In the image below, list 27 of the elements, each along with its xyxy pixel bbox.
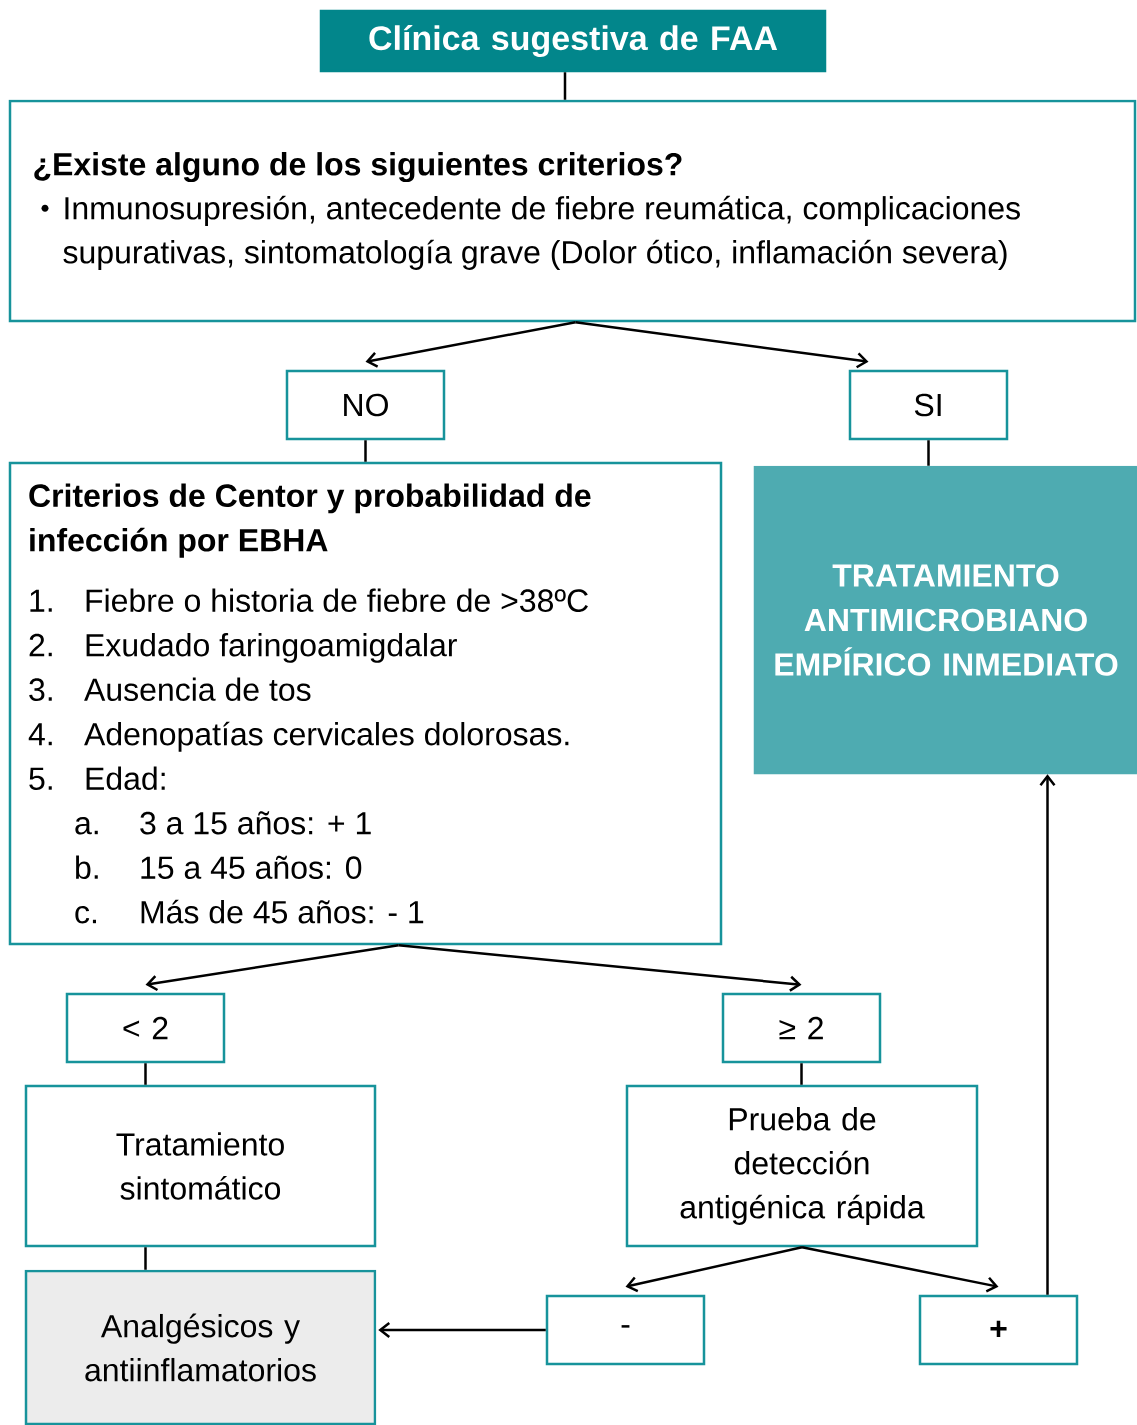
result-box: - <box>545 1294 706 1366</box>
process-box: Prueba de detección antigénica rápida <box>625 1084 979 1248</box>
result-box: + <box>918 1294 1079 1366</box>
arrow <box>378 1322 546 1338</box>
connector-line <box>364 440 367 462</box>
title-box: Clínica sugestiva de FAA <box>319 9 827 73</box>
arrow <box>145 944 399 992</box>
arrow <box>801 1246 999 1293</box>
treatment-box: TRATAMIENTO ANTIMICROBIANO EMPÍRICO INMEDIATO <box>753 465 1137 775</box>
arrow <box>575 321 869 369</box>
connector-line <box>144 1063 147 1085</box>
score-box: < 2 <box>65 992 226 1064</box>
connector-line <box>800 1063 803 1085</box>
decision-box: SI <box>848 369 1009 441</box>
result-box: Analgésicos y antiinflamatorios <box>24 1269 377 1425</box>
arrow <box>365 321 576 368</box>
connector-line <box>144 1247 147 1270</box>
arrow <box>1039 774 1056 1295</box>
process-box: Tratamiento sintomático <box>24 1084 377 1248</box>
arrow <box>625 1246 803 1293</box>
score-box: ≥ 2 <box>721 992 882 1064</box>
criteria-list-box: Criterios de Centor y probabilidad de infección por EBHA 1. Fiebre o historia de fiebre de >38ºC 2. Exudado faringoamigdalar 3. Ausencia de tos 4. Adenopatías cervicales dolorosas. 5. Edad: a. 3 a 15 años: + 1 b. 15 a 45 años: 0 c. Más de 45 años: - 1 <box>8 461 723 946</box>
arrow <box>398 944 802 992</box>
connector-line <box>927 440 930 466</box>
decision-box: NO <box>285 369 446 441</box>
connector-line <box>563 72 567 100</box>
criteria-box: ¿Existe alguno de los siguientes criterios? Inmunosupresión, antecedente de fiebre reumática, complicaciones supurativas, sintomatología grave (Dolor ótico, inflamación severa) <box>8 99 1137 323</box>
